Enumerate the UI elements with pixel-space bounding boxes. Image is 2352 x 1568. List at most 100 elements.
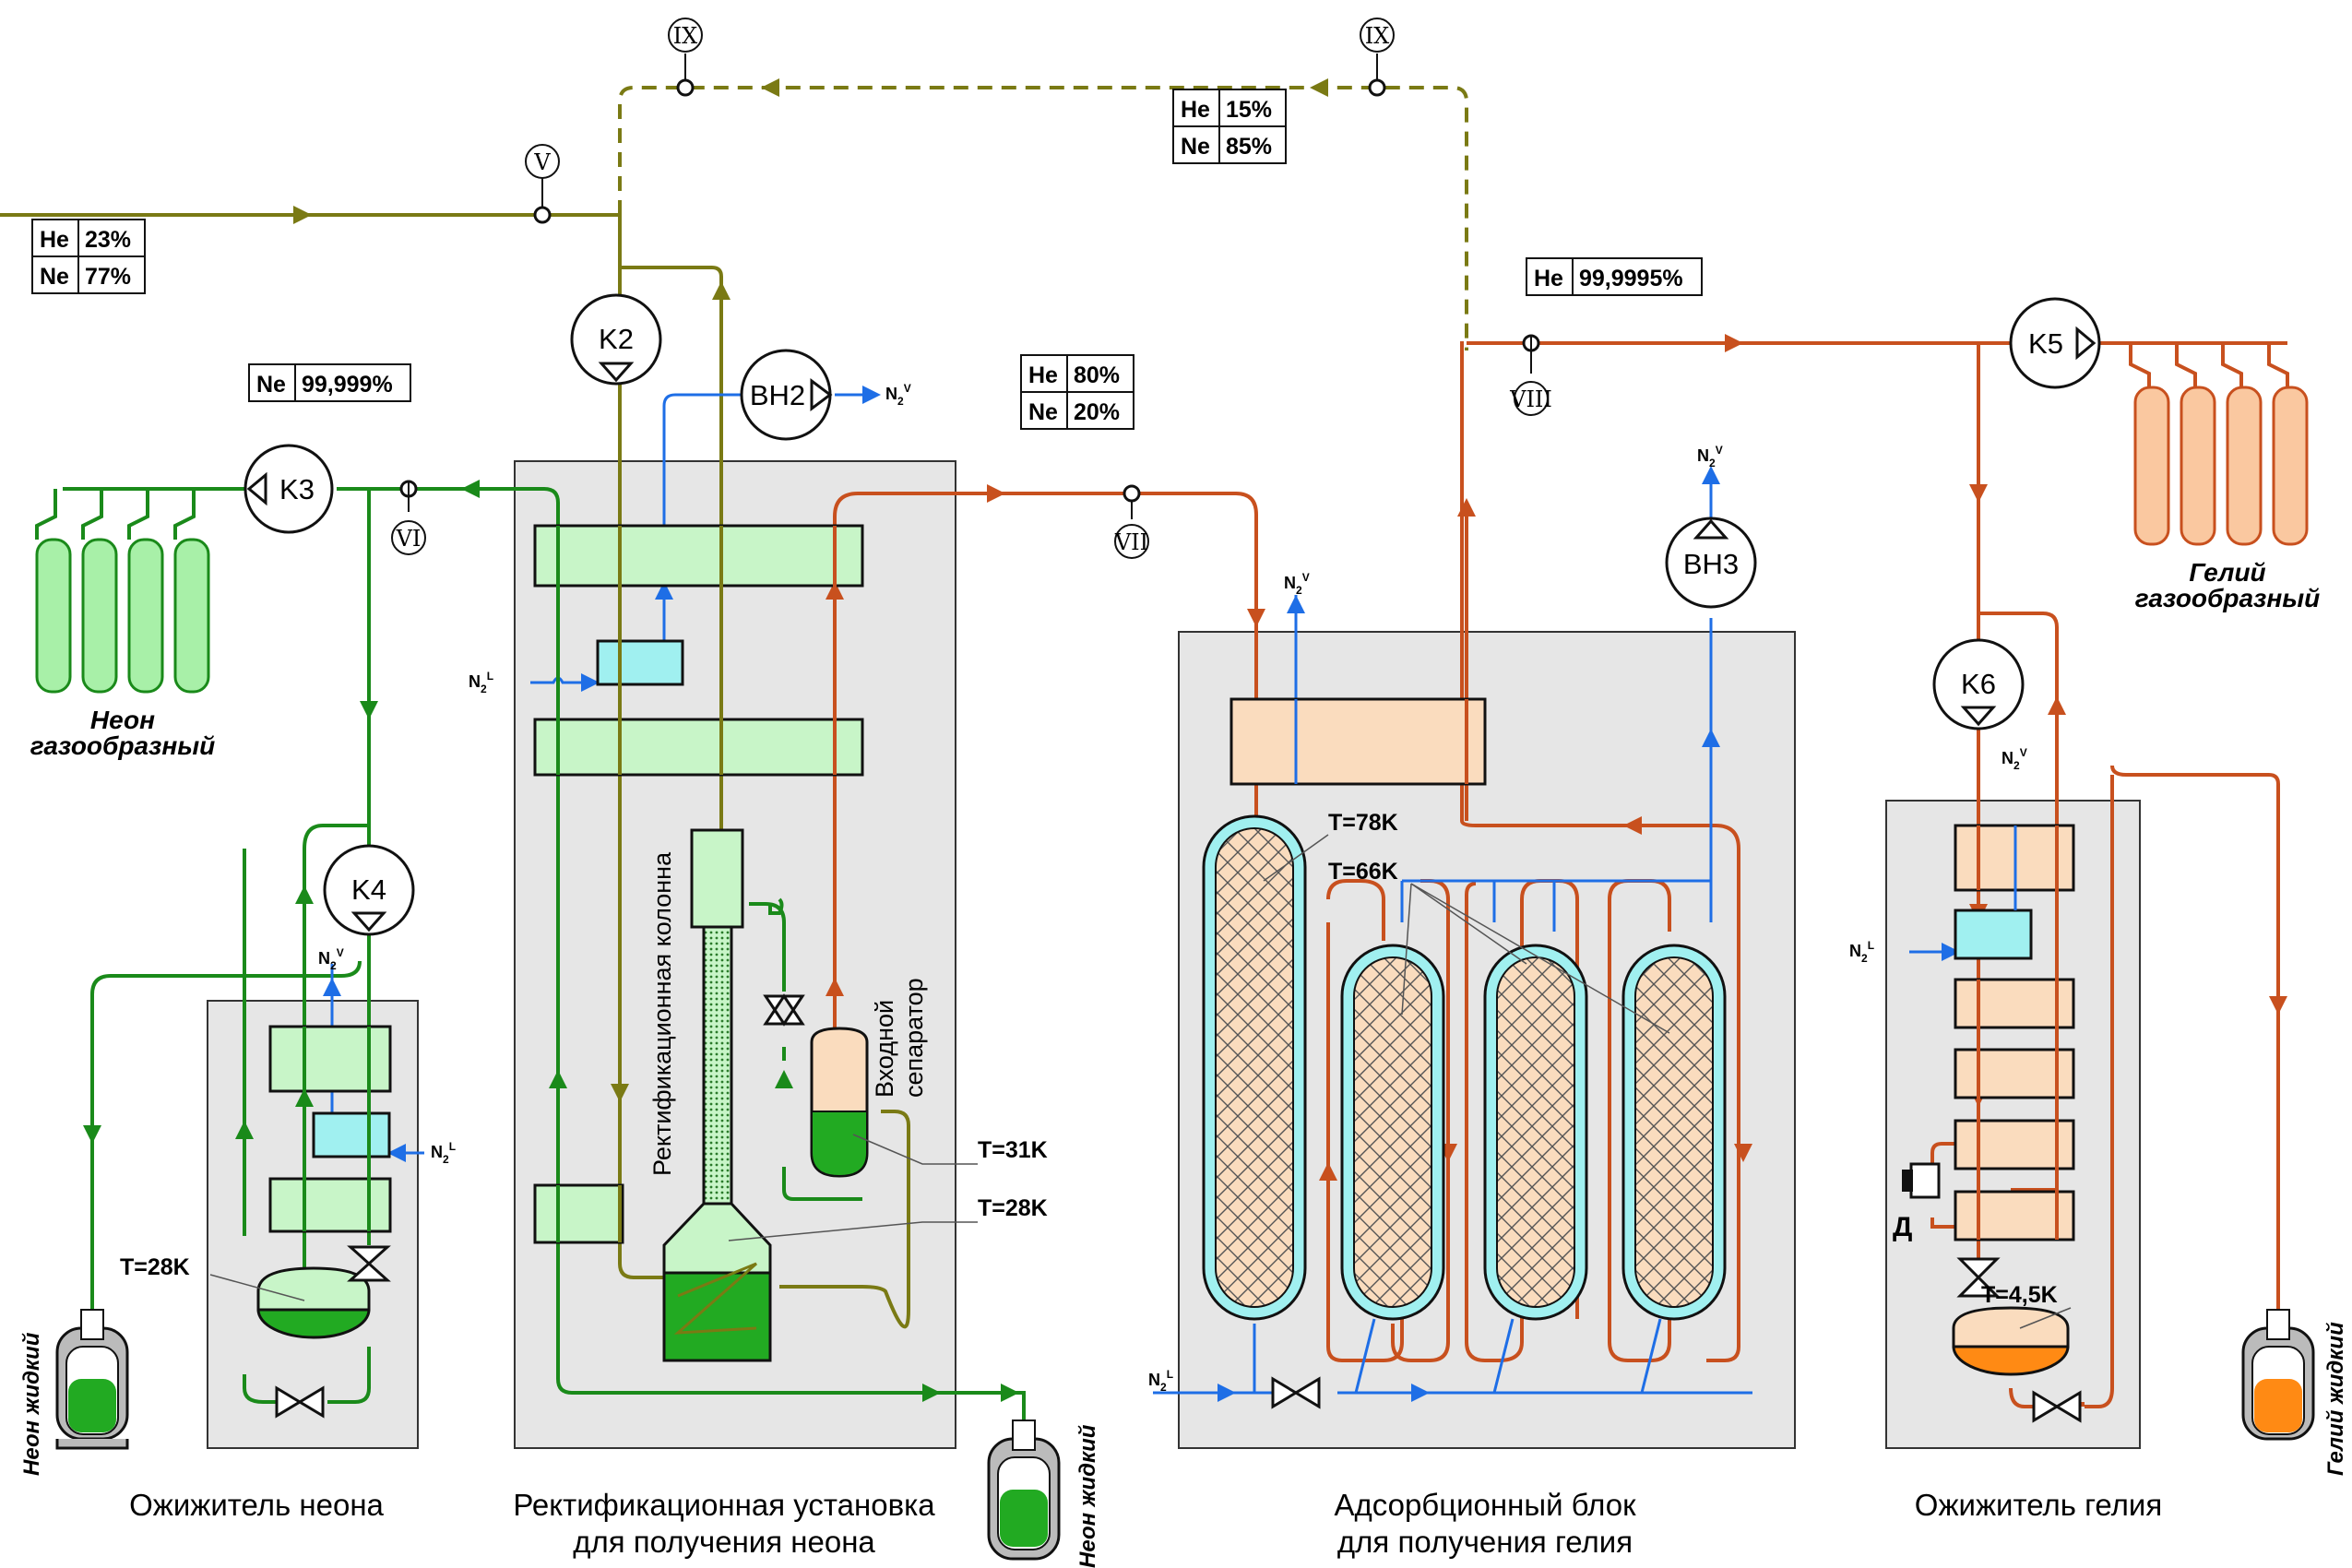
composition-helium-product: He 99,9995% [1526,257,1703,296]
recycle-line [618,86,1468,350]
helium-exchanger-3 [1954,1048,2075,1099]
crude-helium-line [833,492,1258,1125]
helium-gas-label-2: газообразный [2135,584,2321,612]
compressor-k6-label: K6 [1961,668,1996,700]
adsorption-exchanger [1229,697,1487,786]
column-packing [702,925,733,1206]
separator-label-2: сепаратор [900,978,928,1098]
section-neon-liquefier: Ожижитель неона [129,1488,384,1522]
neon-product-line [337,487,1026,1439]
svg-text:23%: 23% [85,227,131,253]
feed-to-column [618,215,678,1279]
neon-gas-label-2: газообразный [30,731,216,760]
n2-vapor-label-vn2: N2V [885,382,911,408]
point-label-viii: VIII [1509,386,1552,412]
expander-line [1930,1142,1978,1190]
n2-vapor-label-neon: N2V [318,946,344,972]
valve-icon[interactable] [275,1385,325,1419]
adsorber-4 [1621,944,1727,1321]
helium-liquid-label: Гелий жидкий [2323,1322,2348,1476]
svg-text:20%: 20% [1074,399,1120,425]
vacuum-pump-vn2-label: BH2 [750,379,805,411]
point-label-ix-left: IX [673,23,698,49]
n2-liquid-label-ads: N2L [1148,1368,1173,1394]
dewar-neon-center [987,1420,1061,1561]
helium-gas-label-1: Гелий [2189,558,2265,587]
neon-gas-label-1: Неон [90,706,155,734]
compressor-k4[interactable]: K4 [323,844,415,936]
svg-text:77%: 77% [85,264,131,290]
sampling-point-v[interactable] [533,206,552,224]
n2-vapor-label-vn3: N2V [1697,444,1723,469]
separator-label-1: Входной [871,1000,898,1098]
expander-icon[interactable] [1902,1162,1941,1199]
neon-exchanger-1 [268,1025,392,1093]
temp-neon-liquefier: T=28K [120,1254,190,1280]
n2-vapor-label-ads: N2V [1284,571,1310,597]
section-rectification-1: Ректификационная установка [513,1488,935,1522]
sampling-point-vii[interactable] [1123,484,1141,503]
helium-liq-return [1978,612,2059,872]
k2-inlet-line [620,266,723,835]
neon-liq-return [303,824,371,876]
svg-text:He: He [40,227,69,253]
svg-text:15%: 15% [1226,97,1272,123]
point-label-vii: VII [1114,529,1148,555]
helium-exchanger-5 [1954,1190,2075,1241]
helium-exchanger-2 [1954,978,2075,1029]
svg-text:80%: 80% [1074,362,1120,388]
composition-crude-helium: He 80% Ne 20% [1020,354,1134,430]
compressor-k6[interactable]: K6 [1932,638,2025,731]
compressor-k2[interactable]: K2 [570,293,662,386]
compressor-k5[interactable]: K5 [2009,297,2101,389]
svg-text:Ne: Ne [1028,399,1058,425]
temp-helium-liquefier: T=4,5K [1981,1282,2058,1308]
neon-n2-bath [312,1111,391,1158]
svg-text:Ne: Ne [40,264,69,290]
valve-icon[interactable] [1956,1257,2001,1298]
compressor-k4-label: K4 [351,873,386,906]
valve-icon[interactable] [347,1245,391,1282]
svg-text:99,999%: 99,999% [302,372,393,398]
svg-text:Ne: Ne [256,372,286,398]
compressor-k3[interactable]: K3 [244,444,334,534]
temp-adsorber-1: T=78K [1328,810,1398,836]
valve-icon[interactable] [763,993,805,1027]
temp-separator: T=31K [978,1137,1048,1163]
svg-text:He: He [1028,362,1058,388]
section-adsorption-1: Адсорбционный блок [1334,1488,1636,1522]
column-condenser [690,828,744,929]
n2-liquid-label-neon: N2L [431,1140,456,1166]
helium-liq-out [2110,765,2280,1365]
rect-n2-bath [596,639,684,686]
helium-n2-bath [1954,909,2033,960]
n2-liquid-label-rect: N2L [469,670,493,695]
n2-liquid-label-he: N2L [1849,939,1874,965]
temp-column: T=28K [978,1195,1048,1221]
sampling-point-ix-right[interactable] [1368,78,1386,97]
adsorber-2 [1340,944,1445,1321]
valve-icon[interactable] [1271,1376,1321,1409]
point-label-v: V [533,149,551,175]
neon-liquid-label-center: Неон жидкий [1075,1424,1100,1568]
point-label-vi: VI [396,526,422,552]
compressor-k5-label: K5 [2028,327,2063,360]
n2-vapor-k2 [662,393,742,683]
svg-text:He: He [1181,97,1210,123]
sampling-point-ix-left[interactable] [676,78,695,97]
vacuum-pump-vn2[interactable]: BH2 [740,349,833,441]
dewar-helium [2241,1309,2315,1441]
sep-loop [782,1167,862,1201]
vacuum-pump-vn3-label: BH3 [1683,548,1739,580]
section-helium-liquefier: Ожижитель гелия [1915,1488,2162,1522]
section-rectification-2: для получения неона [573,1525,875,1559]
composition-recycle: He 15% Ne 85% [1172,89,1287,164]
column-label: Ректификационная колонна [648,851,676,1176]
vacuum-pump-vn3[interactable]: BH3 [1665,517,1757,609]
helium-product-line [1460,341,1740,1362]
helium-liquefier-vessel [1952,1306,2070,1376]
composition-feed: He 23% Ne 77% [31,219,146,294]
valve-icon[interactable] [2032,1390,2082,1423]
n2-vapor-label-he: N2V [2002,746,2027,772]
compressor-k2-label: K2 [599,323,634,355]
